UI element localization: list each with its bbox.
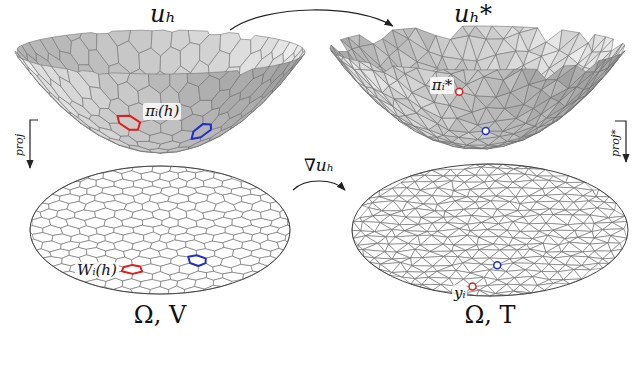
map-arrow — [230, 10, 393, 30]
triangle-mesh — [352, 164, 628, 296]
function-label: uₕ — [150, 1, 176, 27]
function-label: uₕ* — [454, 1, 492, 27]
voronoi-mesh — [30, 166, 290, 294]
mesh-panel: uₕ*πᵢ* — [330, 26, 615, 160]
mesh-panel: yᵢΩ, T — [345, 162, 632, 300]
polygon-surface — [15, 30, 305, 153]
arrow-label: proj* — [610, 127, 622, 159]
cell-label: Wᵢ(h) — [75, 262, 119, 279]
triangulated-surface — [330, 26, 625, 149]
mesh-panel: Wᵢ(h)Ω, V — [25, 168, 293, 298]
arrow-label: proj — [14, 132, 26, 158]
cell-label: πᵢ(h) — [143, 103, 181, 120]
map-arrow — [293, 181, 345, 190]
map-arrow — [30, 120, 38, 168]
arrow-label: ∇uₕ — [302, 156, 336, 175]
mesh-panel: uₕπᵢ(h) — [38, 30, 305, 160]
vertex-label: πᵢ* — [430, 77, 454, 94]
domain-label: Ω, V — [134, 302, 187, 328]
domain-label: Ω, T — [464, 302, 515, 328]
vertex-label: yᵢ — [452, 285, 468, 302]
